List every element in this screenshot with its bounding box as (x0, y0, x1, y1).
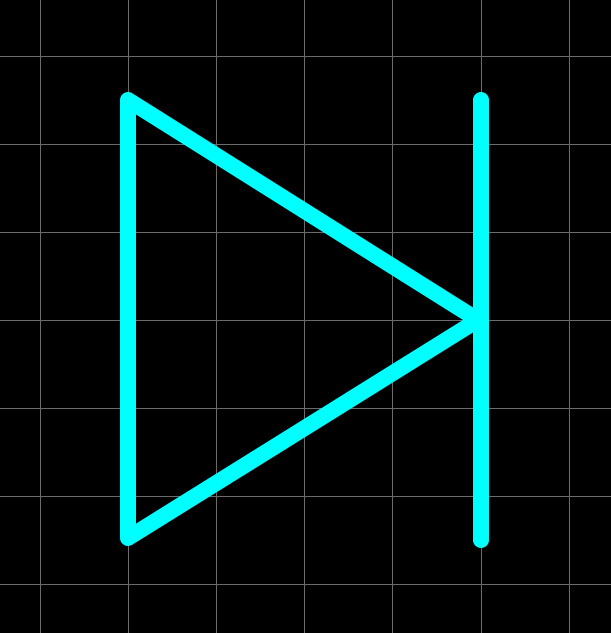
diode-symbol (120, 92, 489, 548)
anode-triangle (120, 92, 486, 546)
